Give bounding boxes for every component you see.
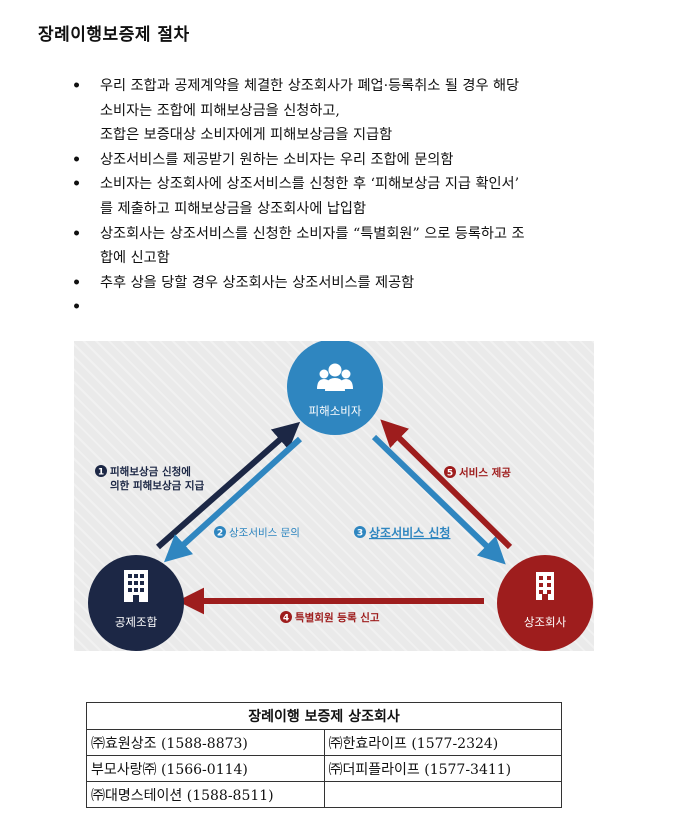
step-number: 5: [447, 469, 453, 479]
list-item-text: 를 제출하고 피해보상금을 상조회사에 납입함: [100, 200, 367, 217]
bullet-marker: •: [72, 78, 82, 94]
step-1-label: 1 피해보상금 신청에 의한 피해보상금 지급: [95, 465, 205, 492]
list-item-text: 추후 상을 당할 경우 상조회사는 상조서비스를 제공함: [100, 274, 415, 291]
company-table: 장례이행 보증제 상조회사 ㈜효원상조 (1588-8873) ㈜한효라이프 (…: [86, 702, 562, 808]
node-company-label: 상조회사: [524, 615, 567, 629]
list-item-text: 상조서비스를 제공받기 원하는 소비자는 우리 조합에 문의함: [100, 151, 454, 168]
table-cell-empty: [323, 781, 562, 808]
node-consumer: 피해소비자: [287, 341, 383, 435]
list-item: • 상조회사는 상조서비스를 신청한 소비자를 “특별회원” 으로 등록하고 조…: [72, 222, 642, 271]
arrow-union-to-consumer: [156, 421, 301, 550]
bullet-marker: •: [72, 299, 82, 316]
step-text: 특별회원 등록 신고: [295, 611, 380, 624]
arrow-consumer-to-company: [371, 434, 506, 565]
step-number: 1: [98, 468, 104, 478]
list-item-text: 합에 신고함: [100, 250, 170, 267]
list-item-text: [100, 295, 642, 320]
list-item-text: 우리 조합과 공제계약을 체결한 상조회사가 폐업·등록취소 될 경우 해당: [100, 78, 520, 94]
diagram-svg: 피해소비자 공제조합: [88, 341, 593, 651]
step-number: 2: [217, 529, 223, 539]
step-text: 피해보상금 신청에: [110, 465, 191, 478]
node-union-label: 공제조합: [115, 615, 158, 629]
building-icon: [124, 570, 148, 602]
node-company: 상조회사: [497, 555, 593, 651]
step-text: 상조서비스 문의: [229, 527, 300, 539]
table-row: ㈜효원상조 (1588-8873) ㈜한효라이프 (1577-2324): [86, 729, 562, 756]
list-item-text: 상조회사는 상조서비스를 신청한 소비자를 “특별회원” 으로 등록하고 조: [100, 225, 525, 242]
step-text: 의한 피해보상금 지급: [110, 479, 205, 492]
list-item: • 소비자는 상조회사에 상조서비스를 신청한 후 ‘피해보상금 지급 확인서’…: [72, 172, 642, 221]
table-cell: ㈜대명스테이션 (1588-8511): [86, 781, 325, 808]
bullet-marker: •: [72, 225, 82, 242]
step-5-label: 5 서비스 제공: [444, 466, 511, 479]
list-item: • 상조서비스를 제공받기 원하는 소비자는 우리 조합에 문의함: [72, 148, 642, 173]
table-row: 부모사랑㈜ (1566-0114) ㈜더피플라이프 (1577-3411): [86, 755, 562, 782]
node-consumer-label: 피해소비자: [309, 404, 362, 418]
table-cell: ㈜더피플라이프 (1577-3411): [323, 755, 562, 782]
page-title: 장례이행보증제 절차: [38, 25, 190, 45]
step-number: 4: [283, 614, 289, 624]
table-header: 장례이행 보증제 상조회사: [86, 702, 562, 730]
list-item-text: 소비자는 조합에 피해보상금을 신청하고,: [100, 102, 340, 119]
table-cell: 부모사랑㈜ (1566-0114): [86, 755, 325, 782]
table-cell: ㈜한효라이프 (1577-2324): [323, 729, 562, 756]
bullet-marker: •: [72, 176, 82, 193]
procedure-diagram: 피해소비자 공제조합: [74, 341, 594, 651]
node-union: 공제조합: [88, 555, 184, 651]
step-text: 상조서비스 신청: [369, 525, 450, 540]
table-cell: ㈜효원상조 (1588-8873): [86, 729, 325, 756]
list-item: • 우리 조합과 공제계약을 체결한 상조회사가 폐업·등록취소 될 경우 해당…: [72, 74, 642, 148]
arrow-company-to-consumer: [380, 419, 513, 550]
step-number: 3: [357, 529, 363, 539]
arrow-consumer-to-union: [163, 436, 303, 563]
bullet-marker: •: [72, 274, 82, 291]
list-item-text: 조합은 보증대상 소비자에게 피해보상금을 지급함: [100, 127, 393, 144]
bullet-marker: •: [72, 151, 82, 168]
table-row: ㈜대명스테이션 (1588-8511): [86, 781, 562, 808]
step-text: 서비스 제공: [459, 466, 511, 479]
people-icon: [317, 363, 353, 391]
list-item-text: 소비자는 상조회사에 상조서비스를 신청한 후 ‘피해보상금 지급 확인서’: [100, 176, 520, 193]
step-2-label: 2 상조서비스 문의: [214, 526, 300, 539]
building-icon: [536, 572, 554, 600]
procedure-list: • 우리 조합과 공제계약을 체결한 상조회사가 폐업·등록취소 될 경우 해당…: [72, 74, 642, 320]
step-4-label: 4 특별회원 등록 신고: [280, 611, 380, 624]
list-item: • 추후 상을 당할 경우 상조회사는 상조서비스를 제공함: [72, 271, 642, 296]
step-3-label: 3 상조서비스 신청: [354, 525, 450, 540]
list-item-empty: •: [72, 295, 642, 320]
